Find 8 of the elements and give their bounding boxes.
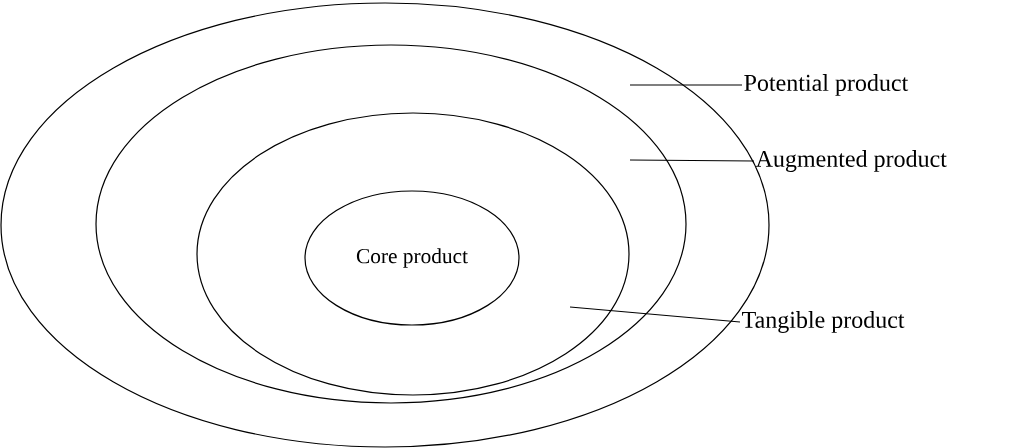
- leader-line: [629, 159, 755, 162]
- leader-line: [629, 84, 743, 86]
- label-text: Potential product: [744, 74, 909, 96]
- ring-ellipse: [196, 112, 630, 396]
- label-text: Tangible product: [742, 311, 905, 333]
- ring-ellipse: [95, 44, 687, 404]
- label-text: Augmented product: [755, 150, 947, 172]
- leader-line: [569, 306, 741, 323]
